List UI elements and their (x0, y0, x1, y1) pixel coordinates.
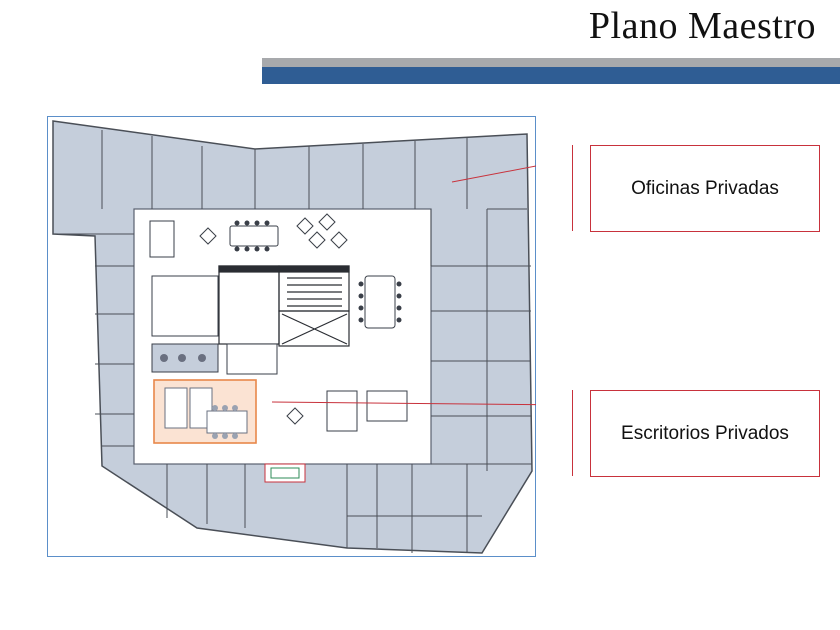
callout-private-offices-label: Oficinas Privadas (631, 177, 779, 199)
callout-marker-offices (572, 145, 573, 231)
header-bar-gray (262, 58, 840, 67)
header-bar-blue (262, 67, 840, 84)
callout-private-offices: Oficinas Privadas (590, 145, 820, 232)
floor-plan (47, 116, 536, 557)
callout-private-desks-label: Escritorios Privados (621, 422, 789, 444)
page-title: Plano Maestro (588, 5, 816, 47)
callout-marker-desks (572, 390, 573, 476)
callout-private-desks: Escritorios Privados (590, 390, 820, 477)
